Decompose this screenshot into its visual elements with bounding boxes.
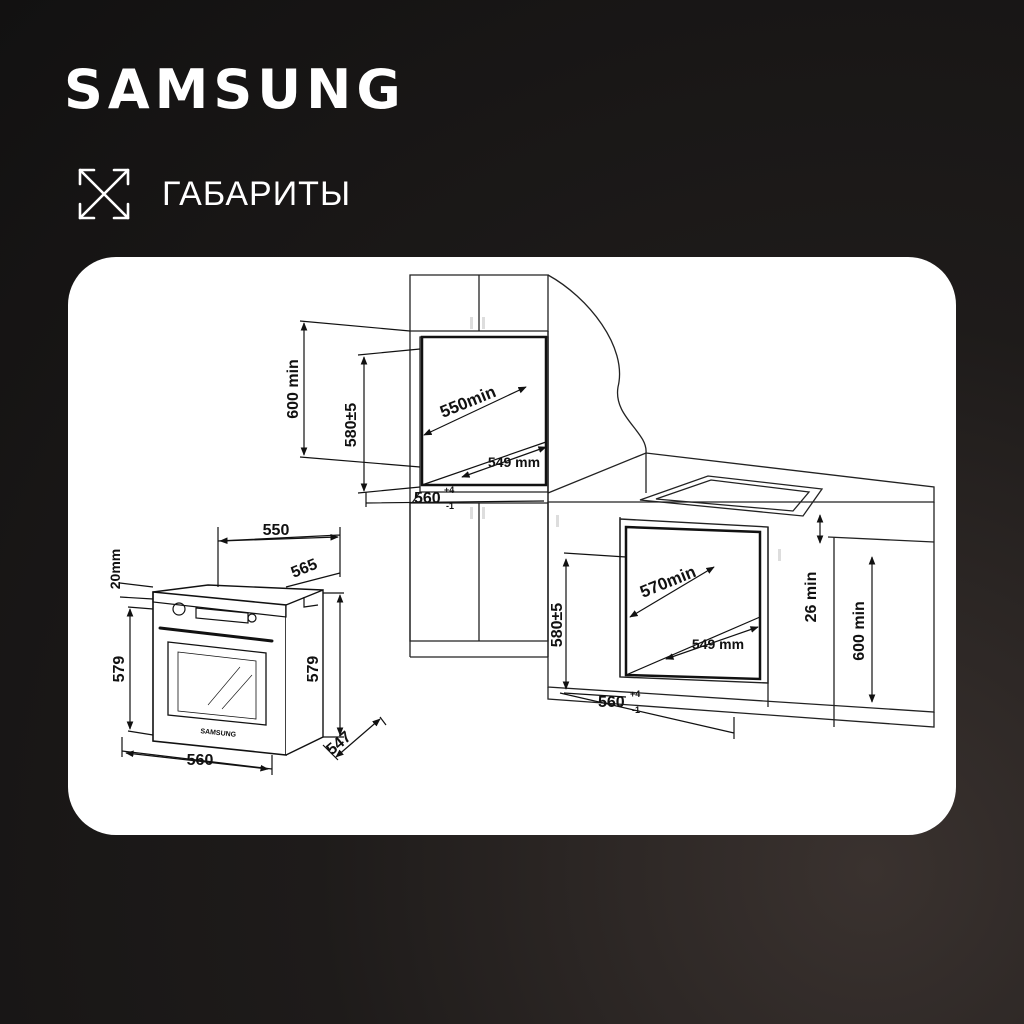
expand-arrows-icon bbox=[76, 166, 132, 222]
upper-niche-inner-label: 549 mm bbox=[488, 454, 540, 470]
section-header: ГАБАРИТЫ bbox=[76, 166, 351, 222]
lower-niche-height-label: 580±5 bbox=[549, 603, 566, 647]
oven-width-label: 560 bbox=[187, 752, 214, 769]
lower-niche-opening bbox=[624, 525, 762, 681]
oven-dimension-lines bbox=[119, 527, 387, 775]
lower-niche-width-label: 560 +4 -1 bbox=[598, 689, 640, 715]
oven-height-side-label: 579 bbox=[305, 656, 322, 683]
lower-cabinet-height-label: 600 min bbox=[851, 601, 868, 661]
section-title: ГАБАРИТЫ bbox=[162, 174, 352, 213]
svg-text:+4: +4 bbox=[444, 485, 454, 495]
kitchen-cabinets bbox=[409, 274, 935, 728]
oven-depth-top-label: 550 bbox=[263, 522, 290, 539]
svg-text:560: 560 bbox=[598, 694, 625, 711]
oven-panel-height-label: 20mm bbox=[107, 549, 123, 589]
upper-niche-height-label: 580±5 bbox=[343, 403, 360, 447]
upper-niche-depth-label: 550min bbox=[437, 382, 498, 422]
svg-text:-1: -1 bbox=[446, 501, 454, 511]
upper-cabinet-height-label: 600 min bbox=[285, 359, 302, 419]
dimensions-card: SAMSUNG 550 565 20mm 579 579 560 547 600… bbox=[68, 257, 956, 835]
lower-niche-depth-label: 570min bbox=[637, 562, 698, 602]
upper-niche-width-label: 560 +4 -1 bbox=[414, 485, 454, 511]
svg-text:560: 560 bbox=[414, 490, 441, 507]
oven-depth-side-label: 547 bbox=[323, 728, 354, 758]
lower-gap-label: 26 min bbox=[803, 572, 820, 623]
brand-logo: SAMSUNG bbox=[64, 58, 406, 121]
installation-diagram: SAMSUNG 550 565 20mm 579 579 560 547 600… bbox=[107, 274, 935, 775]
oven-drawing bbox=[152, 584, 324, 756]
lower-dimension-lines bbox=[559, 514, 876, 739]
cabinet-handles bbox=[470, 317, 781, 561]
oven-height-front-label: 579 bbox=[111, 656, 128, 683]
oven-depth-total-label: 565 bbox=[289, 556, 320, 582]
lower-niche-inner-label: 549 mm bbox=[692, 636, 744, 652]
svg-text:-1: -1 bbox=[632, 705, 640, 715]
svg-text:+4: +4 bbox=[630, 689, 640, 699]
oven-brand-label: SAMSUNG bbox=[200, 728, 237, 739]
upper-dimension-lines bbox=[299, 320, 547, 507]
